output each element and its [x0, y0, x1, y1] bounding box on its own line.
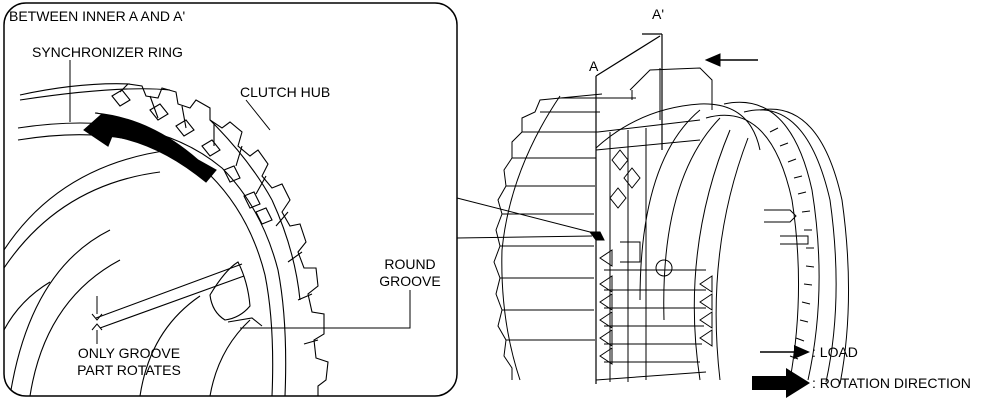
groove-note-label: ONLY GROOVE PART ROTATES [60, 345, 198, 379]
round-groove-label: ROUND GROOVE [372, 256, 448, 290]
round-groove-line1: ROUND [384, 256, 436, 272]
groove-note-line2: PART ROTATES [77, 362, 181, 378]
clutch-sleeve [589, 119, 713, 382]
round-groove-line2: GROOVE [379, 273, 441, 289]
synchronizer-ring-label: SYNCHRONIZER RING [32, 44, 183, 60]
clutch-hub-label: CLUTCH HUB [240, 84, 331, 100]
clutch-hub-leader [245, 99, 271, 131]
legend [752, 345, 810, 398]
rotation-arrow [83, 112, 217, 183]
label-a-prime: A' [652, 6, 665, 22]
section-lines [595, 33, 663, 384]
groove-lines [95, 263, 245, 329]
legend-load-label: : LOAD [812, 344, 858, 360]
hub-inner-rings [4, 149, 251, 396]
clutch-hub-teeth [119, 83, 329, 396]
outer-gear-ring [705, 101, 849, 385]
detail-inset [3, 2, 458, 397]
groove-note-line1: ONLY GROOVE [77, 345, 181, 361]
label-a: A [589, 58, 599, 74]
back-gear [493, 93, 603, 381]
legend-load-arrow [760, 345, 810, 359]
inset-connectors [456, 197, 593, 239]
detail-title: BETWEEN INNER A AND A' [9, 8, 186, 24]
main-gear-view [493, 33, 849, 385]
sync-ring-teeth [111, 89, 273, 225]
sleeve-rings [595, 103, 761, 381]
round-groove-leader [240, 290, 411, 329]
main-load-arrow [704, 53, 758, 67]
legend-rotation-arrow [752, 368, 810, 398]
detail-leaders [69, 60, 411, 344]
legend-rotation-label: : ROTATION DIRECTION [812, 375, 971, 391]
